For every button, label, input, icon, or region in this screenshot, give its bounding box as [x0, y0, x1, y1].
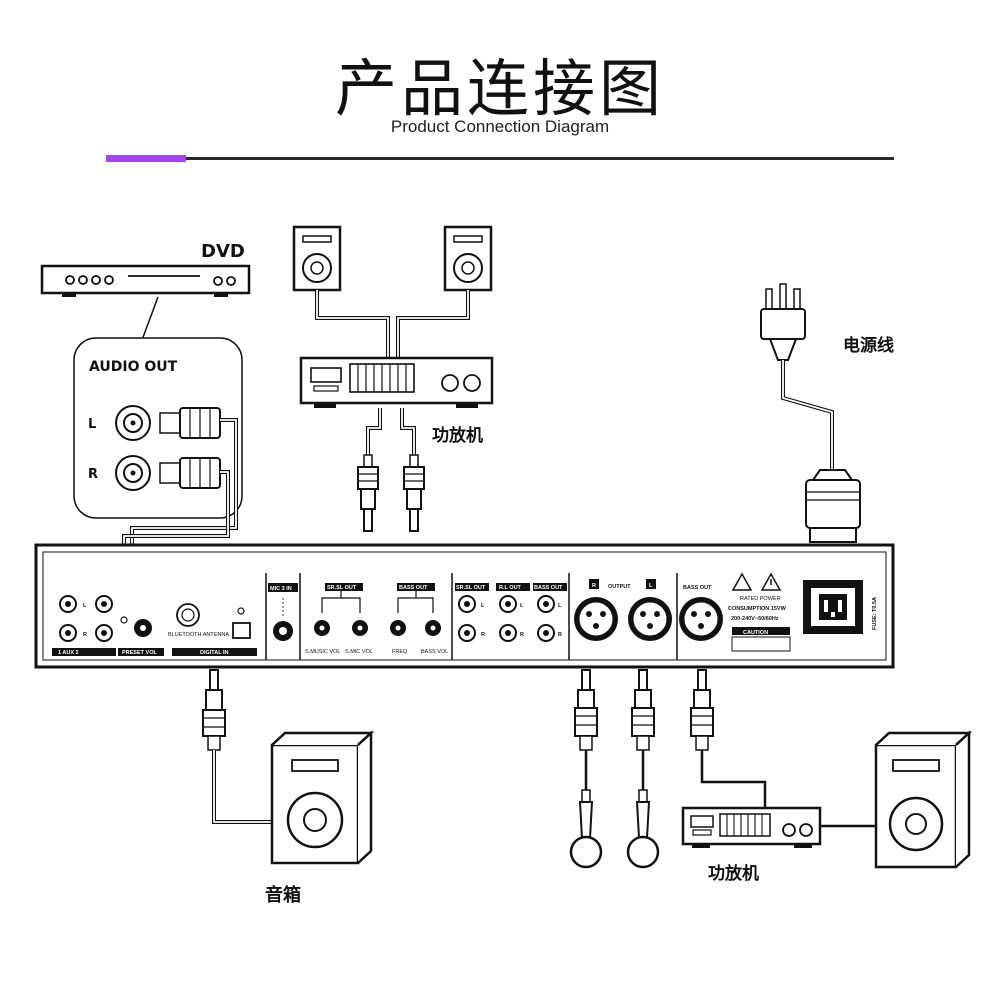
consumption-label: CONSUMPTION 15VW — [728, 606, 787, 612]
caution-label: CAUTION — [743, 630, 768, 636]
freq-label: FREQ — [392, 649, 408, 655]
bass-out-top-label: BASS OUT — [399, 585, 428, 591]
title-accent-bar — [106, 155, 186, 162]
bottom-left-xlr-plug — [202, 669, 226, 751]
microphone-2-icon — [626, 789, 660, 869]
top-xlr-plug-right — [403, 454, 425, 532]
top-left-speaker-icon — [292, 225, 342, 292]
svg-text:R: R — [481, 632, 485, 638]
bottom-amplifier-icon — [681, 806, 822, 848]
top-amplifier-icon — [299, 356, 494, 408]
bass-out-xlr-label: BASS OUT — [683, 585, 712, 591]
r-l-out-label: R.L OUT — [499, 585, 522, 591]
svg-text:R: R — [520, 632, 524, 638]
preset-vol-label: PRESET VOL — [122, 650, 157, 656]
s-mic-vol-label: S.MIC VOL — [345, 649, 373, 655]
sr-sl-out-label: SR.SL OUT — [456, 585, 486, 591]
dvd-player-icon — [40, 264, 251, 297]
bottom-amplifier-label: 功放机 — [708, 863, 759, 884]
mixer-rear-panel: L R — [34, 543, 895, 669]
bottom-right-speaker-icon — [874, 730, 973, 869]
output-label: OUTPUT — [608, 584, 631, 590]
bass-xlr-plug — [690, 669, 714, 751]
svg-text:L: L — [83, 603, 87, 609]
top-amplifier-label: 功放机 — [432, 425, 483, 446]
mic-xlr-plug-1 — [574, 669, 598, 751]
audio-out-label: AUDIO OUT — [89, 359, 178, 375]
mic-xlr-plug-2 — [631, 669, 655, 751]
aux-label: 1 AUX 2 — [58, 650, 79, 656]
microphone-1-icon — [569, 789, 603, 869]
bass-vol-label: BASS VOL — [421, 649, 448, 655]
s-music-vol-label: S.MUSIC VOL — [305, 649, 340, 655]
power-plug-iec-icon — [805, 469, 861, 543]
top-xlr-plug-left — [357, 454, 379, 532]
speaker-box-label: 音箱 — [265, 884, 301, 906]
bottom-left-speaker-icon — [270, 730, 375, 865]
power-plug-top-icon — [760, 283, 806, 361]
top-right-speaker-icon — [443, 225, 493, 292]
svg-text:L: L — [481, 603, 485, 609]
bluetooth-antenna-label: BLUETOOTH ANTENNA — [168, 632, 229, 638]
title-divider — [186, 157, 894, 160]
audio-out-left-label: L — [88, 417, 96, 432]
output-r-label: R — [592, 583, 596, 589]
page-title: 产品连接图 — [334, 52, 665, 125]
svg-text:L: L — [520, 603, 524, 609]
audio-out-callout — [73, 337, 243, 519]
mic3-in-label: MIC 3 IN — [270, 586, 292, 592]
audio-out-right-label: R — [88, 467, 98, 482]
callout-pointer — [140, 296, 170, 341]
svg-text:R: R — [558, 632, 562, 638]
voltage-label: 200-240V~50/60Hz — [731, 616, 779, 622]
sr-sl-out-top-label: SR.SL OUT — [327, 585, 357, 591]
page-subtitle: Product Connection Diagram — [390, 117, 610, 136]
svg-text:R: R — [83, 632, 87, 638]
svg-text:L: L — [558, 603, 562, 609]
digital-in-label: DIGITAL IN — [200, 650, 229, 656]
power-cord-label: 电源线 — [843, 335, 894, 356]
fuse-label: FUSE: T0.5A — [872, 597, 878, 630]
output-l-label: L — [649, 583, 653, 589]
rated-power-label: RATED POWER — [740, 596, 781, 602]
bass-out-rca-label: BASS OUT — [534, 585, 563, 591]
dvd-label: DVD — [201, 241, 245, 262]
